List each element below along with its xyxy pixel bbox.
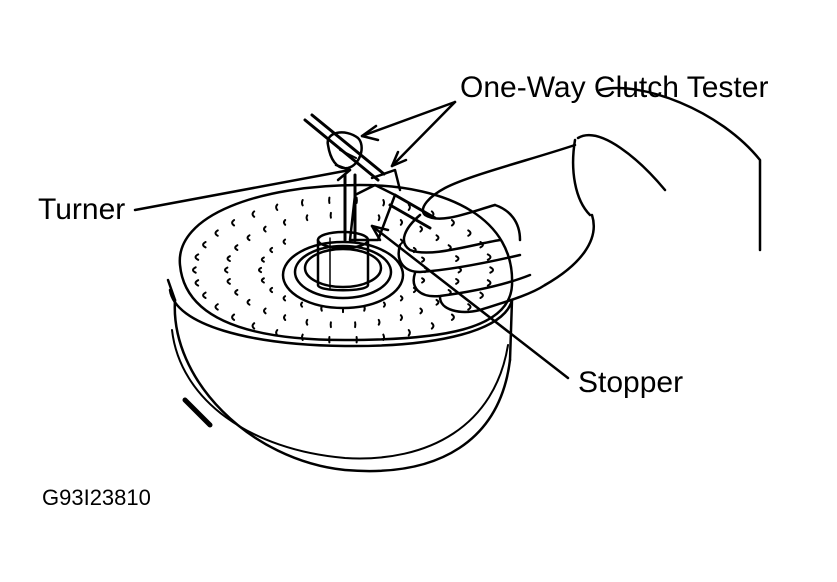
vane-slot (379, 320, 380, 325)
vane-slot (480, 293, 483, 298)
vane-slot (264, 309, 266, 314)
vane-slot (488, 254, 491, 259)
vane-slot (284, 296, 286, 300)
vane-slot (401, 220, 402, 225)
vane-slot (248, 300, 250, 305)
vane-slot (264, 227, 266, 232)
vane-slot (276, 205, 277, 210)
vane-slot (409, 205, 410, 210)
vane-slot (452, 220, 454, 225)
vane-slot (307, 320, 308, 325)
vane-slot (228, 279, 230, 284)
label-stopper: Stopper (578, 368, 683, 398)
vane-slot (364, 307, 365, 311)
label-one-way-clutch-tester: One-Way Clutch Tester (460, 73, 768, 103)
vane-slot (276, 330, 277, 335)
vane-slot (216, 230, 218, 235)
vane-slot (228, 256, 230, 261)
vane-slot (456, 256, 458, 261)
vane-slot (232, 315, 234, 320)
vane-slot (321, 307, 322, 311)
vane-slot (203, 242, 206, 247)
vane-slot (301, 303, 302, 307)
vane-slot (253, 323, 255, 328)
vane-slot (383, 200, 384, 205)
vane-slot (420, 309, 422, 314)
vane-slot (383, 335, 384, 340)
vane-slot (422, 278, 424, 282)
vane-slot (284, 315, 285, 320)
vane-slot (307, 215, 308, 220)
vane-slot (379, 215, 380, 220)
vane-slot (270, 248, 272, 252)
vane-slot (432, 323, 434, 328)
vane-slot (437, 235, 439, 240)
vane-slot (401, 315, 402, 320)
vane-slot (259, 268, 261, 272)
vane-slot (302, 200, 303, 205)
vane-slot (456, 279, 458, 284)
vane-slot (401, 296, 403, 300)
vane-slot (401, 240, 403, 244)
figure-code: G93I23810 (42, 487, 151, 509)
vane-slot (253, 211, 255, 216)
vane-slot (248, 235, 250, 240)
vane-slot (225, 268, 227, 273)
vane-slot (490, 267, 493, 272)
vane-slot (420, 227, 422, 232)
vane-slot (488, 280, 491, 285)
vane-slot (262, 258, 264, 262)
vane-slot (468, 230, 470, 235)
vane-slot (196, 254, 199, 259)
vane-slot (196, 280, 199, 285)
torque-converter-body (168, 185, 512, 471)
vane-slot (216, 304, 218, 309)
vane-slot (384, 303, 385, 307)
vane-slot (409, 330, 410, 335)
vane-slot (302, 335, 303, 340)
vane-slot (262, 278, 264, 282)
vane-slot (422, 258, 424, 262)
vane-slot (193, 267, 196, 272)
label-turner: Turner (38, 195, 125, 225)
vane-slot (203, 293, 206, 298)
vane-slot (235, 245, 237, 250)
vane-slot (284, 240, 286, 244)
vane-slot (284, 220, 285, 225)
vane-slot (437, 300, 439, 305)
vane-slot (468, 304, 470, 309)
vane-slot (452, 315, 454, 320)
vane-slot (235, 290, 237, 295)
vane-slot (270, 288, 272, 292)
vane-slot (232, 220, 234, 225)
